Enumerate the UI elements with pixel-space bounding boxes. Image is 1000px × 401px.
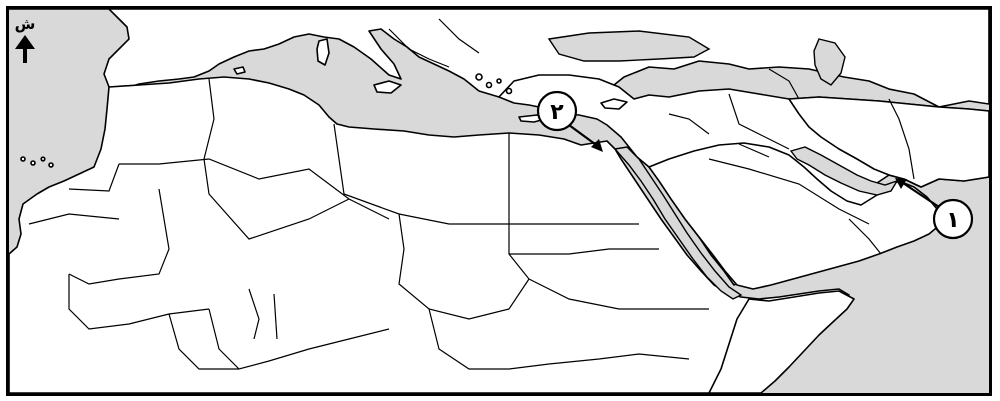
north-label: ش — [15, 15, 36, 33]
marker-2-label: ٢ — [550, 100, 564, 125]
map-canvas: ش ٢ ١ — [9, 9, 989, 393]
cape-verde-island — [30, 160, 36, 166]
aegean-island — [505, 87, 513, 95]
sardinia — [316, 38, 330, 66]
black-sea — [547, 30, 711, 62]
cape-verde-island — [40, 156, 46, 162]
aegean-island — [485, 81, 493, 89]
map-frame: ش ٢ ١ — [6, 6, 992, 396]
iran-landmass — [788, 96, 989, 188]
marker-1: ١ — [895, 178, 974, 240]
balearic-islands — [233, 66, 246, 75]
cape-verde-island — [48, 162, 54, 168]
persian-gulf — [789, 146, 899, 196]
africa-landmass — [9, 76, 850, 393]
sicily — [373, 80, 402, 94]
country-borders — [28, 18, 915, 370]
aegean-island — [475, 73, 483, 81]
marker-2: ٢ — [536, 90, 603, 152]
horn-of-africa — [708, 290, 855, 393]
cape-verde-island — [20, 156, 26, 162]
north-arrow: ش — [15, 15, 36, 63]
europe-landmass — [9, 9, 989, 108]
red-sea — [613, 146, 743, 300]
aegean-island — [496, 78, 502, 84]
caspian-sea — [813, 38, 846, 86]
marker-1-label: ١ — [946, 208, 959, 233]
cyprus — [600, 98, 628, 110]
